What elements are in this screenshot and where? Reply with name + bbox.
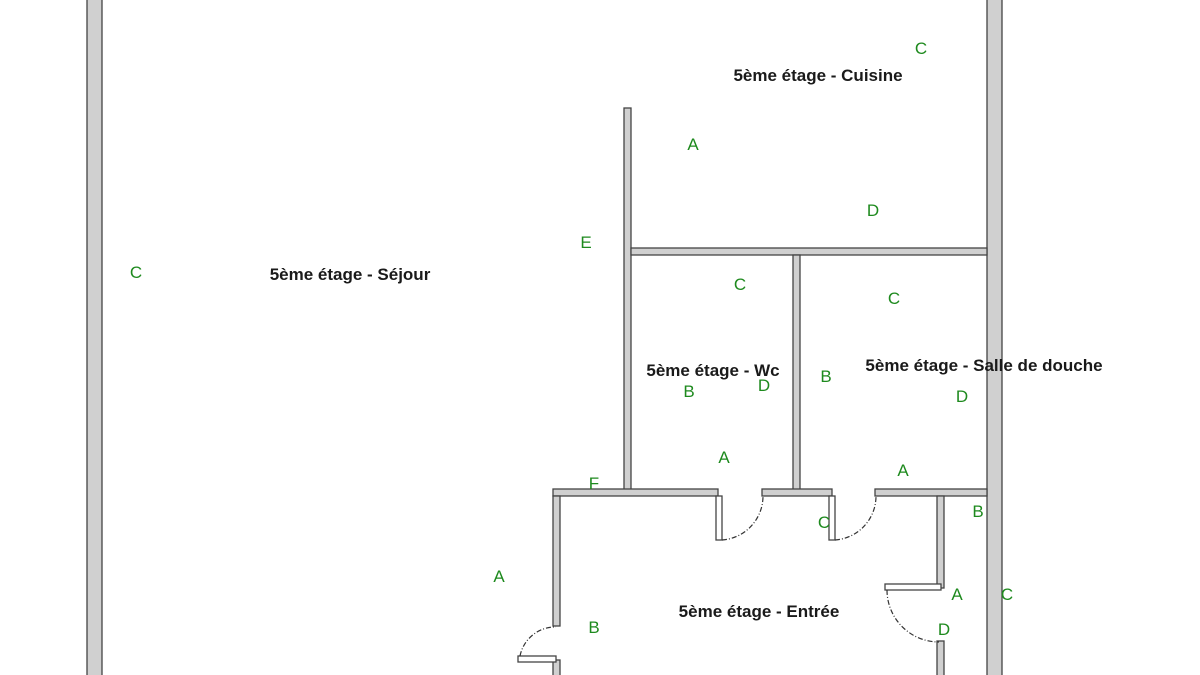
wall-letter: B [972,502,983,521]
wall-letter: C [818,513,830,532]
wall-letter: C [1001,585,1013,604]
entrance-side-door [517,626,557,663]
entrance-wall-top-middle [761,488,833,497]
wall-letter: B [820,367,831,386]
wall-letter: D [956,387,968,406]
wall-letter: D [758,376,770,395]
wall-letter: D [867,201,879,220]
room-label-douche: 5ème étage - Salle de douche [865,356,1102,375]
room-label-cuisine: 5ème étage - Cuisine [733,66,902,85]
entrance-wall-left-upper [552,495,561,627]
wall-letter: C [915,39,927,58]
wall-letter: C [130,263,142,282]
wall-letter: C [734,275,746,294]
wall-letter: A [897,461,909,480]
outer-wall-left [86,0,103,675]
wall-letter: B [588,618,599,637]
kitchen-wall-bottom [630,247,988,256]
wall-letter: A [951,585,963,604]
outer-wall-right [986,0,1003,675]
wc-door [715,495,764,541]
wall-letter: A [718,448,730,467]
hall-door [884,583,942,643]
room-label-wc: 5ème étage - Wc [646,361,779,380]
room-label-entree: 5ème étage - Entrée [679,602,840,621]
wall-letter: B [683,382,694,401]
room-label-sejour: 5ème étage - Séjour [270,265,431,284]
wall-letter: D [938,620,950,639]
wall-letter: E [580,233,591,252]
hall-partition-lower [936,640,945,675]
entrance-wall-top-left [552,488,719,497]
shower-door [828,495,877,541]
wall-letter: C [888,289,900,308]
wall-letter: F [589,474,599,493]
hall-partition-upper [936,495,945,589]
wc-shower-partition [792,254,801,492]
wall-letter: A [493,567,505,586]
entrance-wall-top-right [874,488,988,497]
kitchen-partition-vertical [623,107,632,492]
wall-letter: A [687,135,699,154]
